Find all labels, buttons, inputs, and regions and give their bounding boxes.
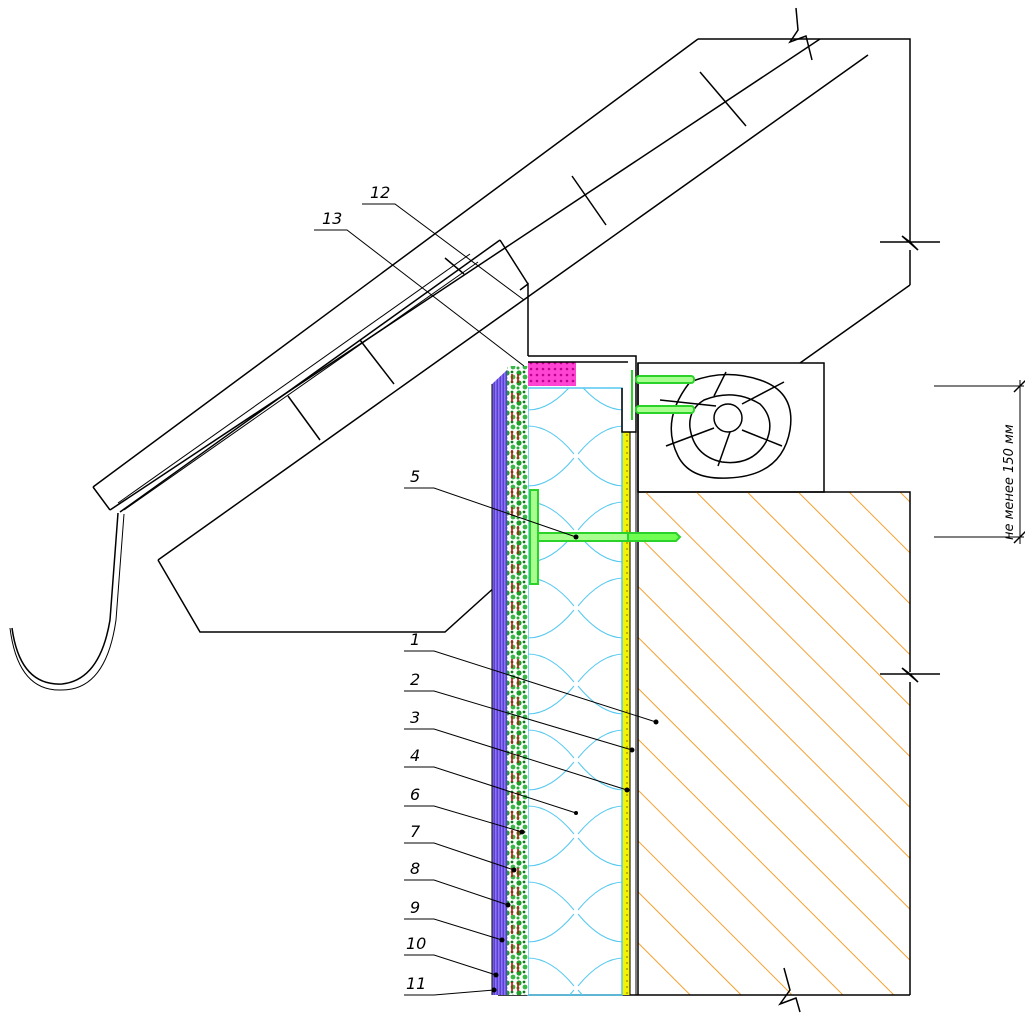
batten-6	[499, 239, 529, 285]
dimension-label: не менее 150 мм	[1002, 424, 1017, 540]
timber-crack-1	[713, 371, 727, 397]
break-mark-top	[788, 7, 813, 61]
batten-2	[571, 175, 607, 226]
callout-8: 8	[410, 859, 420, 878]
break-mark-upper	[880, 235, 940, 251]
fastener-upper	[635, 375, 695, 384]
roof-sheet-line-2	[123, 261, 479, 511]
leader-dots	[491, 534, 659, 993]
leader-11	[404, 989, 495, 996]
leader-5	[404, 487, 577, 538]
dowel-shaft	[537, 532, 629, 542]
rafter-bottom-line	[157, 54, 869, 561]
callout-6: 6	[410, 785, 420, 804]
timber-crack-4	[665, 427, 715, 447]
timber-crack-2	[741, 381, 785, 405]
callout-13: 13	[322, 209, 342, 228]
leader-8	[404, 879, 509, 906]
leader-1	[404, 650, 657, 723]
callout-12: 12	[370, 183, 390, 202]
roof-top-edge	[92, 38, 699, 488]
insulation-layer	[528, 388, 622, 995]
render-layer	[492, 370, 507, 995]
timber-pith	[713, 403, 743, 433]
sealing-tape	[528, 362, 576, 386]
callout-2: 2	[410, 670, 420, 689]
leader-10	[404, 954, 497, 976]
dowel-fixing	[529, 489, 682, 585]
callout-9: 9	[410, 898, 420, 917]
mesh-marks	[511, 374, 519, 991]
rafter-lower-edge	[119, 239, 501, 513]
timber-crack-5	[717, 431, 731, 467]
eave-end-line	[92, 486, 111, 511]
batten-1	[699, 71, 747, 127]
break-mark-bottom	[777, 967, 801, 1013]
leader-6	[404, 805, 523, 833]
callout-1: 1	[410, 630, 420, 649]
primer-layer	[622, 432, 630, 995]
batten-3	[444, 257, 465, 275]
roof-sheet-line-1	[117, 253, 471, 504]
leader-4	[404, 766, 577, 814]
dowel-plate	[529, 489, 539, 585]
rafter-plate-line	[519, 282, 529, 356]
roof-top-boundary	[796, 38, 911, 242]
leader-7	[404, 842, 515, 871]
fastener-lower	[635, 405, 695, 414]
leader-12	[362, 203, 525, 301]
batten-5	[287, 395, 321, 441]
callout-10: 10	[406, 934, 426, 953]
edge-profile	[528, 355, 637, 433]
rafter-top-line	[109, 38, 821, 511]
gutter	[11, 512, 119, 685]
callout-4: 4	[410, 746, 420, 765]
roof-structure	[92, 7, 940, 633]
beam-fasteners	[631, 370, 695, 420]
timber-crack-6	[659, 399, 717, 407]
dowel-spreader	[627, 532, 682, 542]
masonry-outline	[638, 491, 911, 672]
timber-grain-mid	[689, 394, 771, 464]
leader-2	[404, 690, 633, 751]
callout-labels: 12 13 5 1 2 3 4 6 7 8 9 10 11	[322, 183, 426, 993]
leader-13	[314, 229, 525, 367]
timber-crack-3	[741, 429, 783, 447]
dimension-annotation: не менее 150 мм	[934, 379, 1025, 544]
rafter-wall-line	[799, 284, 911, 364]
dimension-tick-top	[1013, 379, 1025, 393]
soffit-board	[157, 559, 497, 633]
masonry-hatch	[638, 492, 910, 995]
callout-11: 11	[406, 974, 426, 993]
leader-lines	[314, 203, 657, 996]
break-mark-lower	[880, 667, 940, 683]
leader-9	[404, 918, 503, 941]
leader-3	[404, 728, 628, 791]
callout-3: 3	[410, 708, 420, 727]
gutter-inner	[9, 513, 125, 691]
dimension-tick-bottom	[1013, 530, 1025, 544]
callout-7: 7	[410, 822, 421, 841]
callout-5: 5	[410, 467, 420, 486]
batten-4	[359, 339, 395, 385]
